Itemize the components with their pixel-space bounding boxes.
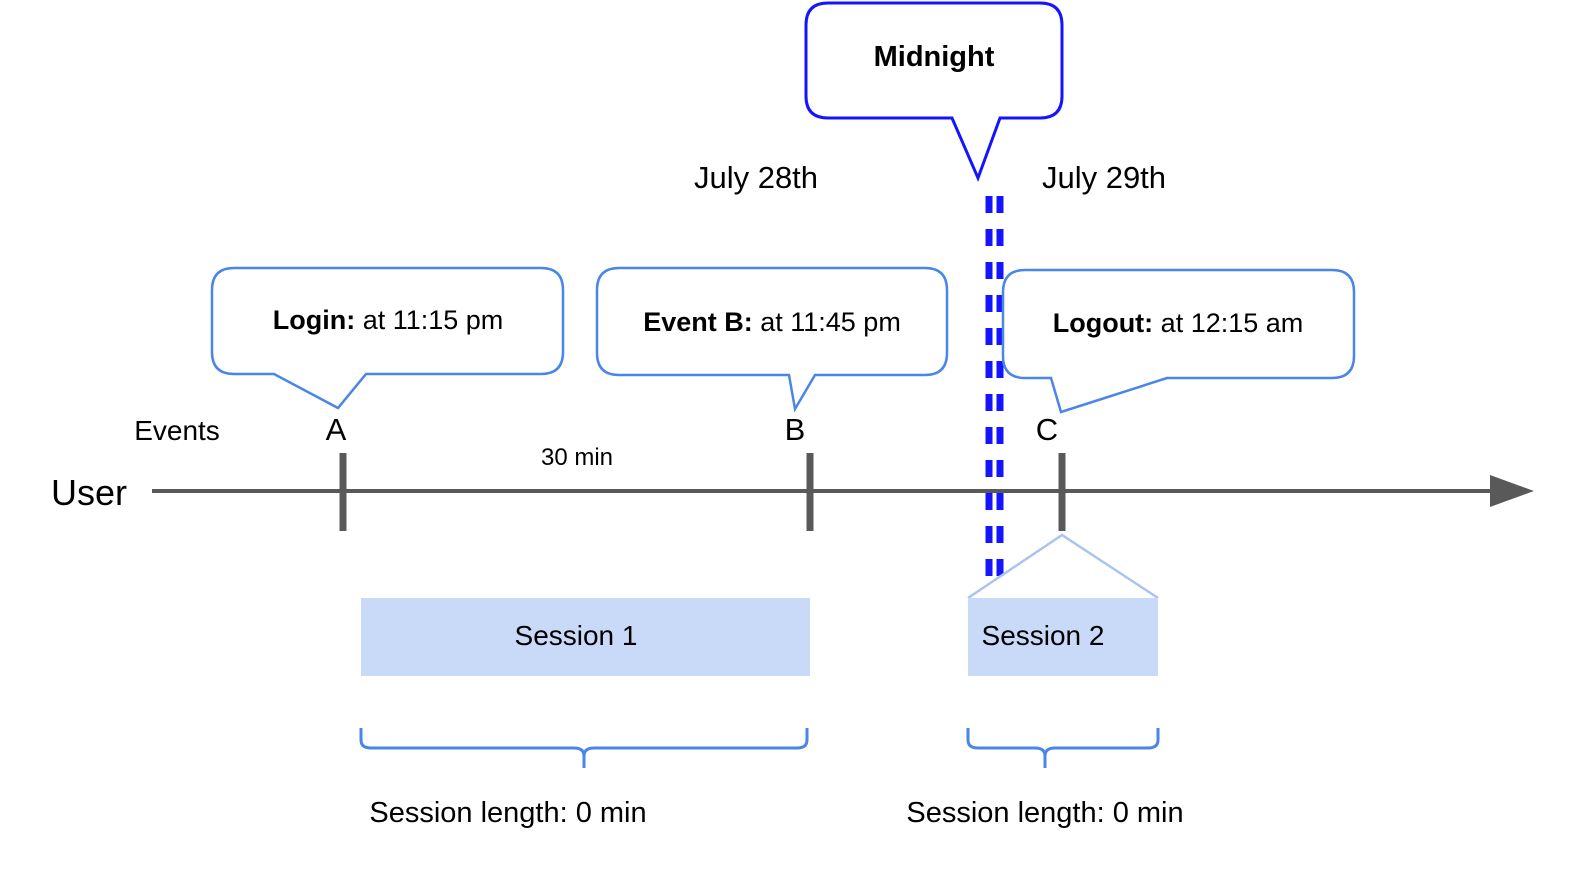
session-2-roof-lines bbox=[967, 533, 1159, 600]
callout-logout-bubble bbox=[1001, 268, 1356, 414]
session-2-box[interactable] bbox=[968, 598, 1158, 676]
session-2-label: Session 2 bbox=[981, 620, 1105, 651]
callout-logout[interactable] bbox=[1001, 268, 1356, 414]
session-2-brace bbox=[966, 728, 1160, 768]
callout-event-b-bubble bbox=[595, 266, 949, 413]
callout-login-bubble bbox=[210, 266, 565, 410]
timeline-axis bbox=[152, 453, 1534, 531]
user-row-label: User bbox=[50, 472, 128, 513]
tick-label-c: C bbox=[1035, 412, 1059, 447]
callout-logout-rest: at 12:15 am bbox=[1153, 308, 1304, 338]
session-1-label: Session 1 bbox=[514, 620, 638, 651]
tick-label-a: A bbox=[325, 412, 347, 447]
callout-login-bold: Login: bbox=[272, 305, 356, 335]
callout-login[interactable] bbox=[210, 266, 565, 410]
session-1-brace-path bbox=[359, 728, 809, 768]
midnight-label: Midnight bbox=[873, 41, 995, 73]
callout-logout-text: Logout: at 12:15 am bbox=[1053, 308, 1304, 339]
events-row-label: Events bbox=[134, 415, 220, 446]
callout-event-b[interactable] bbox=[595, 266, 949, 413]
midnight-callout[interactable] bbox=[804, 1, 1064, 183]
callout-event-b-text: Event B: at 11:45 pm bbox=[643, 307, 901, 338]
date-label-right: July 29th bbox=[1041, 160, 1167, 195]
callout-logout-bold: Logout: bbox=[1052, 308, 1154, 338]
session-1-brace bbox=[359, 728, 809, 768]
session-2-brace-path bbox=[966, 728, 1160, 768]
callout-event-b-bold: Event B: bbox=[643, 307, 753, 337]
midnight-callout-bubble bbox=[804, 1, 1064, 183]
session-1-length-label: Session length: 0 min bbox=[369, 797, 647, 829]
timeline-arrowhead-icon bbox=[1490, 475, 1534, 507]
session-1-box[interactable] bbox=[361, 598, 810, 676]
date-label-left: July 28th bbox=[693, 160, 819, 195]
session-2-length-label: Session length: 0 min bbox=[906, 797, 1184, 829]
callout-login-rest: at 11:15 pm bbox=[355, 305, 504, 335]
midnight-dashed-lines bbox=[985, 196, 1004, 582]
tick-label-b: B bbox=[784, 412, 806, 447]
session-2-roof bbox=[967, 533, 1159, 600]
callout-login-text: Login: at 11:15 pm bbox=[273, 305, 504, 336]
interval-duration-label: 30 min bbox=[540, 444, 614, 471]
callout-event-b-rest: at 11:45 pm bbox=[752, 307, 901, 337]
